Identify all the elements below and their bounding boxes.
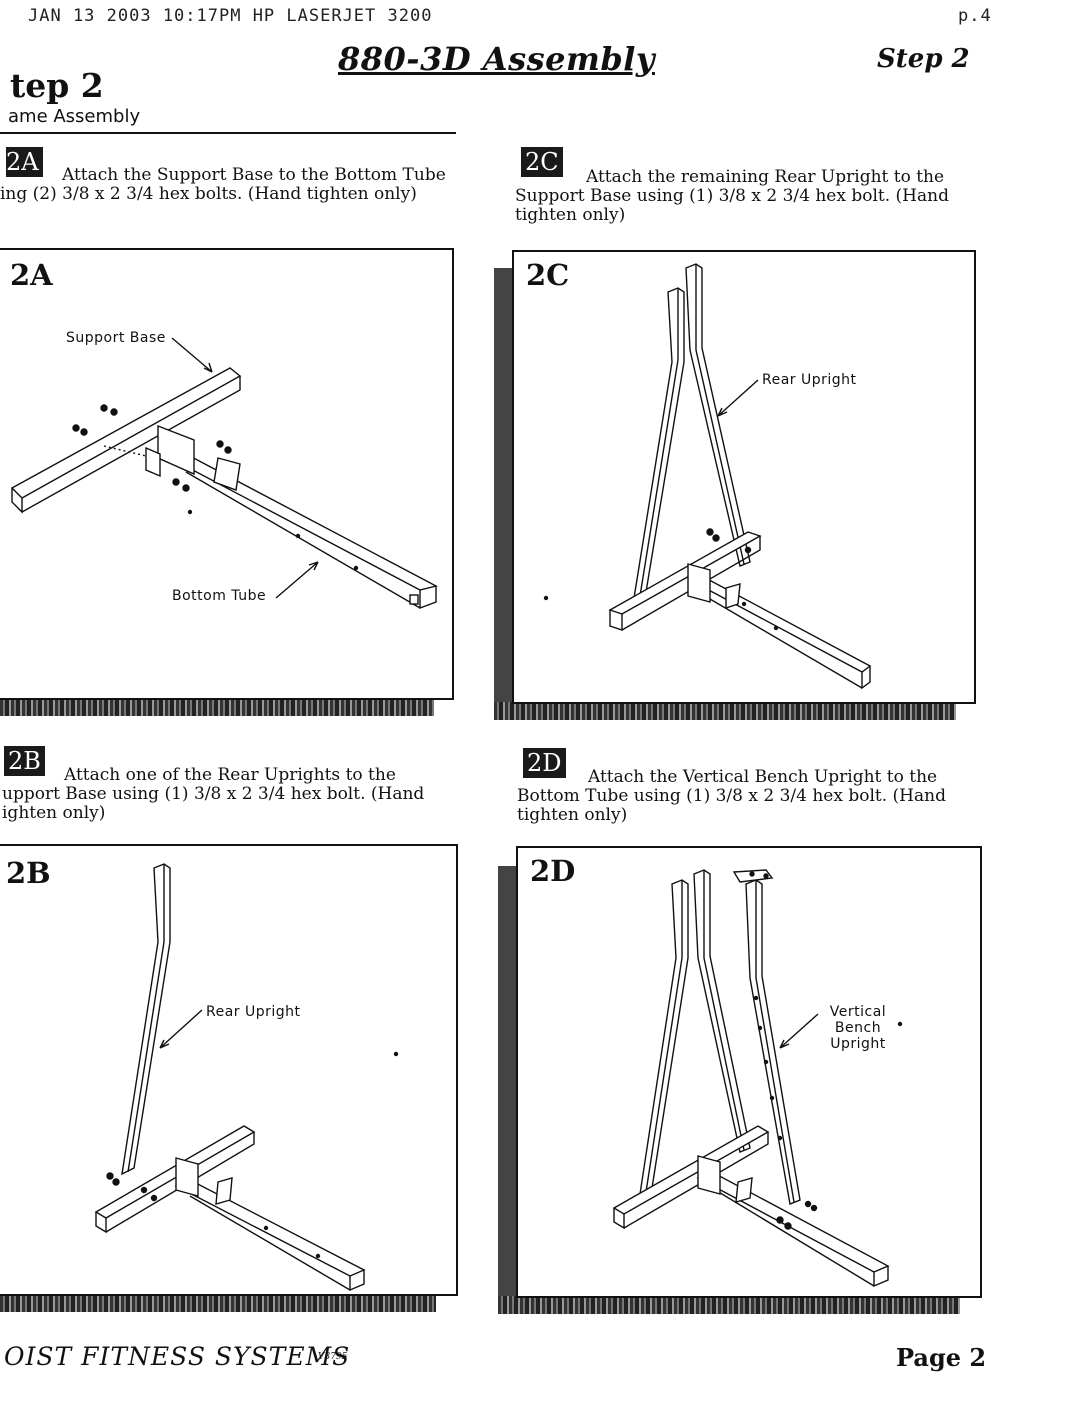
- panel-2d-label: 2D: [530, 854, 576, 888]
- hex-bolts: [72, 404, 232, 515]
- rear-upright: [121, 863, 171, 1176]
- mount-plate: [175, 1157, 233, 1205]
- panel-2d-shadow-bottom: [498, 1296, 960, 1314]
- fax-header: JAN 13 2003 10:17PM HP LASERJET 3200: [28, 6, 433, 26]
- support-base-tube: [612, 1125, 770, 1230]
- mount-plate: [697, 1155, 753, 1203]
- panel-2c: 2C Rear Upright: [512, 250, 976, 704]
- step-badge-2d: 2D: [523, 748, 566, 778]
- instruction-2c-rest: Support Base using (1) 3/8 x 2 3/4 hex b…: [515, 186, 949, 225]
- panel-2d-shadow-left: [498, 866, 516, 1314]
- instruction-2d-rest: Bottom Tube using (1) 3/8 x 2 3/4 hex bo…: [517, 786, 946, 825]
- callout-support-base: Support Base: [66, 330, 166, 346]
- mount-plate: [103, 424, 241, 491]
- instruction-2d: Attach the Vertical Bench Upright to the…: [517, 768, 967, 825]
- instruction-2b-rest: upport Base using (1) 3/8 x 2 3/4 hex bo…: [2, 784, 425, 823]
- step-badge-2b: 2B: [4, 746, 45, 776]
- fax-page-number: p.4: [958, 6, 992, 26]
- footer-page-number: Page 2: [896, 1343, 987, 1372]
- bottom-tube: [688, 573, 872, 690]
- callout-rear-upright-2c: Rear Upright: [762, 372, 857, 388]
- hex-bolts: [543, 528, 752, 601]
- panel-2b-label: 2B: [6, 856, 51, 890]
- instruction-2a: Attach the Support Base to the Bottom Tu…: [0, 166, 450, 204]
- diagram-2d: [612, 869, 903, 1288]
- panel-2c-label: 2C: [526, 258, 570, 292]
- callout-bottom-tube: Bottom Tube: [172, 588, 267, 604]
- support-base-tube: [608, 531, 762, 631]
- callout-arrows: [171, 337, 319, 599]
- rear-upright-right: [693, 869, 751, 1153]
- step-heading-right: Step 2: [877, 44, 970, 74]
- step-badge-2a: 2A: [6, 147, 43, 177]
- callout-arrow: [159, 1009, 203, 1049]
- bottom-tube: [168, 453, 438, 610]
- panel-2d: 2D Vertical Bench Upright: [516, 846, 982, 1298]
- instruction-2a-line1: Attach the Support Base to the Bottom Tu…: [62, 165, 446, 185]
- diagram-2c: [543, 263, 872, 690]
- header-rule: [0, 132, 456, 134]
- instruction-2a-rest: ing (2) 3/8 x 2 3/4 hex bolts. (Hand tig…: [0, 184, 417, 204]
- vertical-bench-upright: [732, 869, 801, 1205]
- document-title: 880-3D Assembly: [338, 40, 655, 78]
- panel-2a-label: 2A: [10, 258, 53, 292]
- footer-company: OIST FITNESS SYSTEMS: [4, 1342, 351, 1371]
- footer-code: V3795: [318, 1352, 348, 1362]
- callout-arrow: [717, 379, 759, 417]
- panel-2a-shadow: [0, 698, 434, 716]
- panel-2b-shadow: [0, 1294, 436, 1312]
- instruction-2b-line1: Attach one of the Rear Uprights to the: [64, 765, 396, 785]
- rear-upright-right: [685, 263, 751, 567]
- diagram-2a: [10, 337, 438, 610]
- callout-arrow: [779, 1013, 819, 1049]
- callout-rear-upright-2b: Rear Upright: [206, 1004, 301, 1020]
- rear-upright-left: [633, 287, 685, 600]
- support-base-tube: [94, 1125, 256, 1234]
- instruction-2c: Attach the remaining Rear Upright to the…: [515, 168, 965, 225]
- panel-2a: 2A Support Base Bottom Tube: [0, 248, 454, 700]
- step-badge-2c: 2C: [521, 147, 563, 177]
- instruction-2b: Attach one of the Rear Uprights to the u…: [2, 766, 452, 823]
- bottom-tube: [174, 1179, 366, 1292]
- panel-2c-shadow-bottom: [494, 702, 956, 720]
- diagram-2b: [94, 863, 399, 1292]
- panel-2b: 2B Rear Upright: [0, 844, 458, 1296]
- section-subtitle: ame Assembly: [8, 106, 141, 127]
- hex-bolts: [776, 1021, 903, 1230]
- callout-vertical-bench-upright: Vertical Bench Upright: [829, 1004, 887, 1052]
- rear-upright-left: [639, 879, 689, 1196]
- step-heading-left: tep 2: [10, 66, 104, 105]
- hex-bolts: [106, 1051, 399, 1202]
- mount-plate: [687, 563, 741, 609]
- panel-2c-shadow-left: [494, 268, 512, 720]
- instruction-2d-line1: Attach the Vertical Bench Upright to the: [588, 767, 938, 787]
- instruction-2c-line1: Attach the remaining Rear Upright to the: [586, 167, 945, 187]
- support-base-tube: [10, 367, 242, 514]
